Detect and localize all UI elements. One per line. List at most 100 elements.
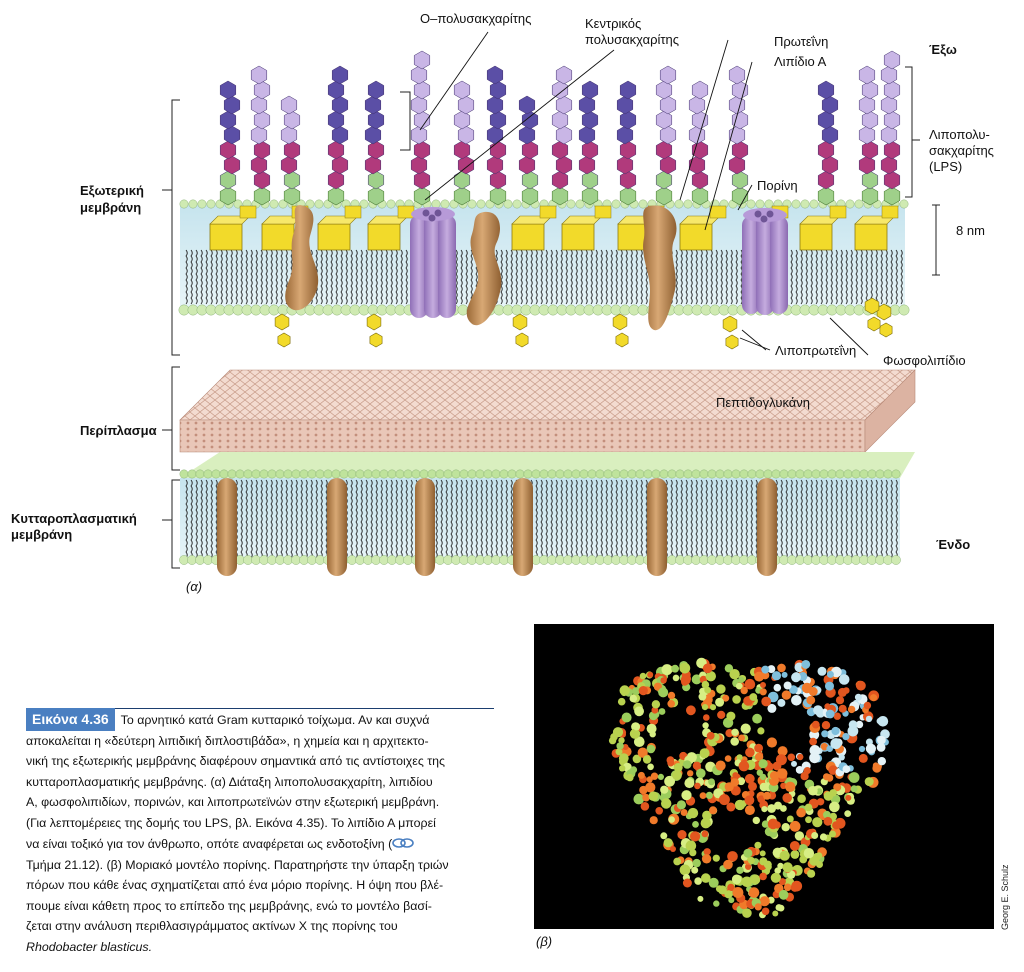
atom: [797, 753, 804, 761]
o-antigen-sugar: [861, 170, 879, 190]
atom: [877, 735, 886, 745]
atom: [754, 841, 762, 849]
atom: [676, 800, 686, 810]
phospholipid-head: [611, 469, 621, 479]
o-antigen-sugar: [581, 80, 599, 100]
atom: [772, 910, 779, 917]
atom: [630, 766, 638, 774]
lipid-tail: [795, 249, 798, 305]
atom: [865, 715, 873, 723]
atom: [842, 765, 851, 773]
o-antigen-sugar: [858, 125, 876, 145]
o-antigen-sugar: [223, 95, 241, 115]
atom: [781, 671, 788, 678]
atom: [789, 685, 798, 694]
lipid-tail: [565, 479, 568, 559]
atom: [702, 810, 712, 821]
atom: [795, 766, 804, 774]
o-antigen-sugar: [880, 155, 898, 175]
phospholipid-head: [595, 469, 605, 479]
lipid-a-fragment: [344, 205, 362, 219]
atom: [736, 754, 743, 761]
atom: [825, 681, 834, 691]
lipid-tail: [375, 249, 378, 305]
atom: [655, 807, 663, 815]
atom: [686, 705, 696, 716]
phospholipid-head: [707, 469, 717, 479]
atom: [650, 772, 659, 780]
o-antigen-sugar: [619, 110, 637, 130]
lipid-tail: [330, 249, 333, 305]
lipid-tail: [445, 479, 448, 559]
atom: [748, 887, 760, 898]
phospholipid-head: [566, 199, 576, 209]
atom: [775, 904, 783, 911]
atom: [681, 790, 692, 801]
atom: [771, 671, 782, 681]
o-antigen-sugar: [280, 155, 298, 175]
o-antigen-sugar: [616, 125, 634, 145]
caption-line-1: Το αρνητικό κατά Gram κυτταρικό τοίχωμα.…: [120, 713, 430, 727]
lipid-tail: [895, 249, 898, 305]
o-antigen-sugar: [659, 125, 677, 145]
lipid-tail: [720, 249, 723, 305]
phospholipid-head: [891, 469, 901, 479]
atom: [738, 760, 750, 772]
lipid-tail: [465, 479, 468, 559]
lipid-tail: [240, 249, 243, 305]
atom: [828, 765, 838, 775]
core-sugar: [861, 186, 879, 206]
atom: [647, 763, 654, 771]
lipid-tail: [305, 479, 308, 559]
gram-negative-cell-wall-diagram: [162, 31, 940, 576]
lipid-tail: [595, 479, 598, 559]
atom: [633, 724, 640, 731]
label-outer-membrane-1: Εξωτερική: [80, 183, 144, 198]
lipid-tail: [505, 479, 508, 559]
atom: [812, 817, 823, 828]
phospholipid-head: [539, 469, 549, 479]
lipid-tail: [550, 479, 553, 559]
atom: [826, 670, 834, 678]
caption-line-12: Rhodobacter blasticus.: [26, 939, 153, 954]
o-antigen-sugar: [250, 65, 268, 85]
o-antigen-sugar: [410, 125, 428, 145]
phospholipid-head: [547, 469, 557, 479]
atom: [668, 816, 675, 823]
lipid-tail: [235, 249, 238, 305]
lipid-tail: [520, 249, 523, 305]
core-sugar: [327, 186, 345, 206]
atom: [740, 686, 748, 695]
lipid-tail: [440, 479, 443, 559]
label-lipoprotein: Λιποπρωτεΐνη: [775, 343, 857, 358]
atom: [738, 734, 745, 742]
atom: [783, 883, 792, 892]
lipid-tail: [395, 479, 398, 559]
lipid-tail: [360, 249, 363, 305]
phospholipid-head: [219, 469, 229, 479]
lipid-tail: [370, 479, 373, 559]
lipid-tail: [580, 249, 583, 305]
lipid-tail: [245, 479, 248, 559]
o-antigen-sugar: [367, 170, 385, 190]
o-antigen-sugar: [410, 95, 428, 115]
atom: [759, 850, 766, 857]
atom: [729, 669, 740, 680]
lipid-tail: [365, 479, 368, 559]
lipid-tail: [450, 479, 453, 559]
lipid-tail: [230, 249, 233, 305]
lipid-a-fragment: [239, 205, 257, 219]
cytoplasmic-membrane-proteins: [217, 478, 777, 576]
lps-chains: [219, 50, 901, 206]
atom: [671, 664, 679, 673]
lipid-tail: [470, 479, 473, 559]
atom: [761, 806, 768, 813]
membrane-protein: [327, 478, 347, 576]
atom: [759, 782, 769, 792]
atom: [692, 821, 699, 828]
lipid-tail: [605, 249, 608, 305]
lipid-tail: [320, 479, 323, 559]
lipid-tail: [845, 249, 848, 305]
lipid-tail: [385, 249, 388, 305]
o-antigen-sugar: [223, 125, 241, 145]
